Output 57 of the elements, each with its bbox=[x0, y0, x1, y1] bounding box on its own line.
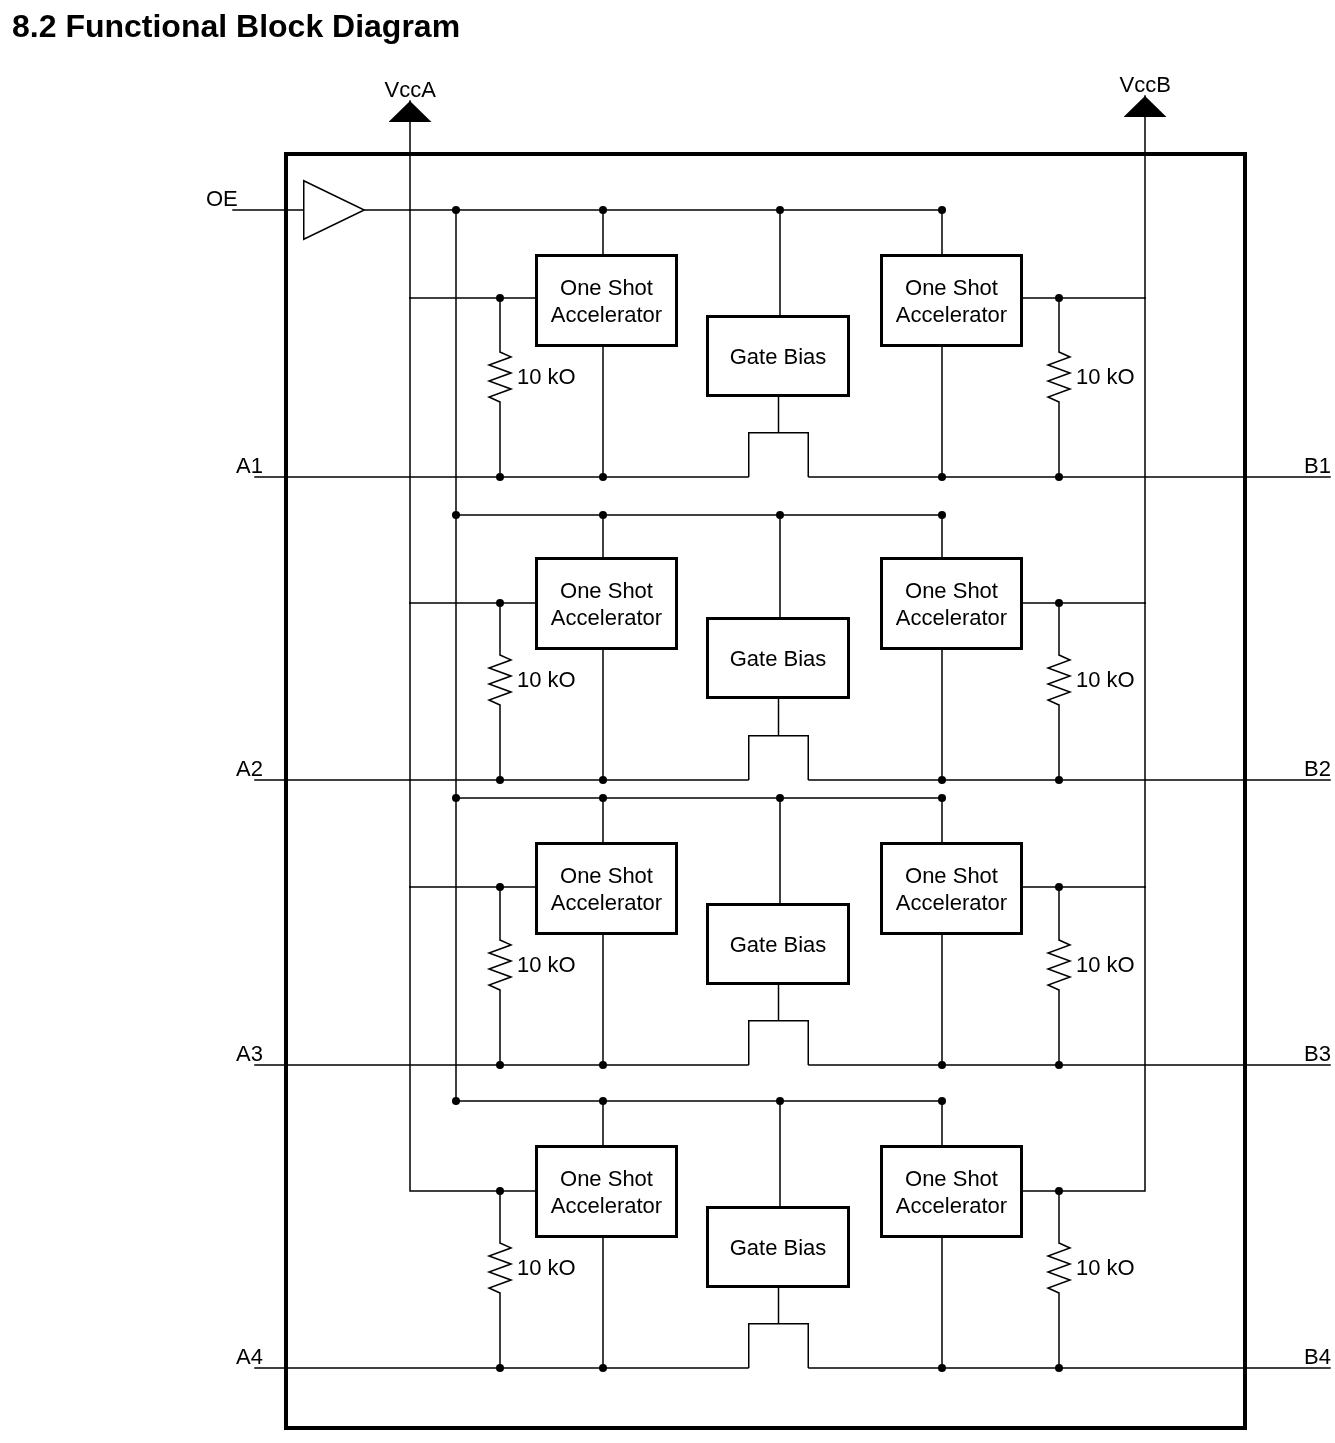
pin-label: VccA bbox=[384, 79, 436, 101]
function-block: One Shot Accelerator bbox=[535, 1145, 678, 1238]
function-block: One Shot Accelerator bbox=[880, 1145, 1023, 1238]
wire bbox=[1144, 297, 1146, 604]
function-block: Gate Bias bbox=[706, 617, 850, 699]
function-block: Gate Bias bbox=[706, 315, 850, 397]
function-block: One Shot Accelerator bbox=[880, 842, 1023, 935]
pin-label: B3 bbox=[1304, 1043, 1331, 1065]
wire bbox=[777, 1287, 780, 1324]
arrow bbox=[1123, 95, 1167, 299]
transistor-symbol bbox=[748, 1020, 809, 1065]
wire bbox=[1144, 602, 1146, 888]
resistor-value: 10 kO bbox=[1076, 366, 1135, 388]
pin-label: B1 bbox=[1304, 455, 1331, 477]
resistor-value: 10 kO bbox=[517, 366, 576, 388]
function-block: One Shot Accelerator bbox=[880, 254, 1023, 347]
pin-label: VccB bbox=[1119, 74, 1171, 96]
pin-label: A4 bbox=[236, 1346, 263, 1368]
function-block: One Shot Accelerator bbox=[535, 254, 678, 347]
wire bbox=[232, 209, 304, 211]
resistor-symbol bbox=[1047, 655, 1071, 705]
wire bbox=[777, 698, 780, 736]
chip-outline bbox=[284, 152, 1247, 1430]
resistor-value: 10 kO bbox=[1076, 1257, 1135, 1279]
wire bbox=[409, 602, 411, 888]
resistor-symbol bbox=[488, 940, 512, 990]
resistor-symbol bbox=[488, 655, 512, 705]
function-block: Gate Bias bbox=[706, 1206, 850, 1288]
pin-label: B4 bbox=[1304, 1346, 1331, 1368]
transistor-symbol bbox=[748, 1323, 809, 1368]
resistor-symbol bbox=[488, 1243, 512, 1293]
wire bbox=[777, 984, 780, 1021]
pin-label: A3 bbox=[236, 1043, 263, 1065]
pin-label: A1 bbox=[236, 455, 263, 477]
wire bbox=[409, 297, 411, 604]
function-block: Gate Bias bbox=[706, 903, 850, 985]
resistor-symbol bbox=[488, 352, 512, 402]
pin-label: A2 bbox=[236, 758, 263, 780]
pin-label: B2 bbox=[1304, 758, 1331, 780]
section-title: 8.2 Functional Block Diagram bbox=[12, 8, 461, 44]
resistor-symbol bbox=[1047, 940, 1071, 990]
pin-label: OE bbox=[206, 188, 238, 210]
resistor-symbol bbox=[1047, 352, 1071, 402]
function-block: One Shot Accelerator bbox=[880, 557, 1023, 650]
resistor-value: 10 kO bbox=[517, 669, 576, 691]
resistor-value: 10 kO bbox=[517, 1257, 576, 1279]
arrow bbox=[388, 100, 432, 299]
function-block: One Shot Accelerator bbox=[535, 557, 678, 650]
resistor-symbol bbox=[1047, 1243, 1071, 1293]
buffer-symbol bbox=[303, 180, 365, 240]
wire bbox=[777, 396, 780, 433]
transistor-symbol bbox=[748, 432, 809, 477]
resistor-value: 10 kO bbox=[517, 954, 576, 976]
function-block: One Shot Accelerator bbox=[535, 842, 678, 935]
resistor-value: 10 kO bbox=[1076, 954, 1135, 976]
resistor-value: 10 kO bbox=[1076, 669, 1135, 691]
transistor-symbol bbox=[748, 735, 809, 780]
